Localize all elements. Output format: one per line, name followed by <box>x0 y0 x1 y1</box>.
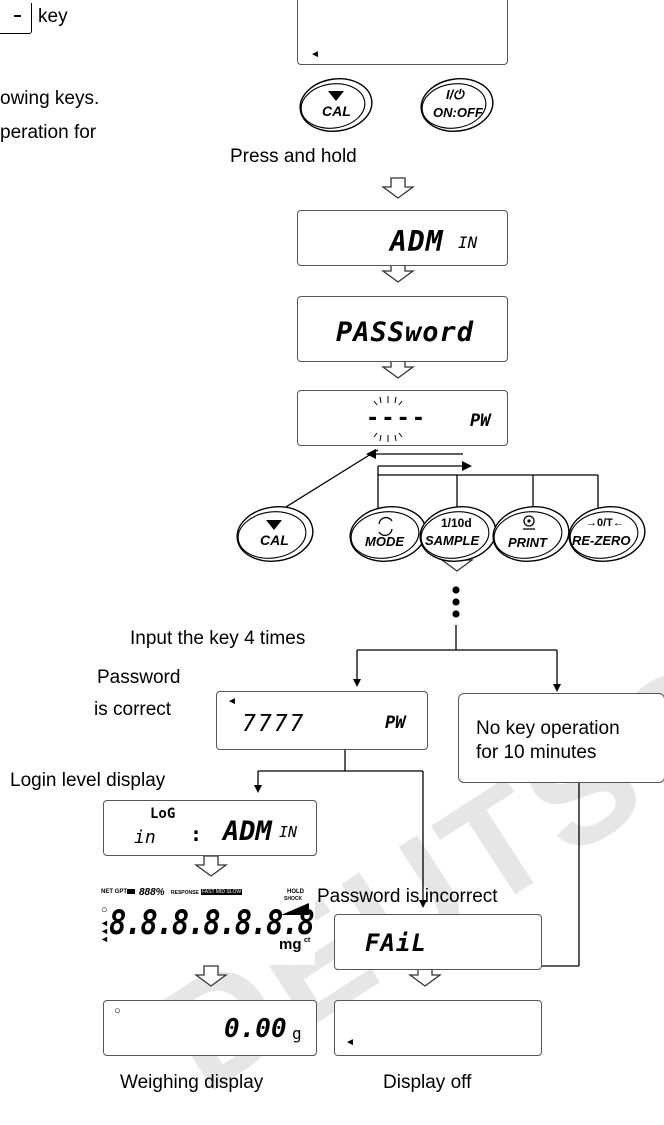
speed-indicators: FAST MID SLOW <box>201 889 243 895</box>
admin-suffix: IN <box>458 233 478 252</box>
no-key-box: No key operation for 10 minutes <box>458 693 664 783</box>
left-indicator-icon: ◄ <box>227 696 237 707</box>
fail-text: FAiL <box>365 929 427 957</box>
response-label: RESPONSE <box>171 890 199 896</box>
onoff-key-label: ON:OFF <box>433 105 483 120</box>
login-level-label: Login level display <box>10 770 166 791</box>
display-off-label: Display off <box>383 1072 472 1093</box>
display-pw-code: ◄ 7777 PW <box>216 691 428 750</box>
intro-line-2: owing keys. <box>0 88 100 109</box>
unit-indicators: mg <box>279 936 302 953</box>
rezero-key-label: RE-ZERO <box>572 533 631 548</box>
rezero-key[interactable]: →0/T← RE-ZERO <box>564 504 664 569</box>
display-weighing: ○ 0.00 g <box>103 1000 317 1056</box>
weighing-display-label: Weighing display <box>120 1072 264 1093</box>
admin-text: ADM <box>390 225 444 258</box>
code-text: 7777 <box>242 711 306 737</box>
display-pw-entry: ---- PW <box>297 390 508 446</box>
display-blank-top: ◄ <box>297 0 508 65</box>
weight-value: 0.00 <box>224 1014 287 1044</box>
in-text: in <box>134 827 156 848</box>
stable-circle-icon: ○ <box>101 904 108 916</box>
colon-text: : <box>190 822 203 846</box>
dot-2 <box>452 598 460 606</box>
mode-key[interactable]: MODE <box>345 504 431 569</box>
rezero-key-top-label: →0/T← <box>586 517 624 529</box>
password-text: PASSword <box>336 317 475 348</box>
press-hold-label: Press and hold <box>230 146 357 167</box>
percent-digits: 888% <box>139 887 165 898</box>
hollow-arrow-5 <box>194 855 228 877</box>
level-bar-icon <box>281 903 309 915</box>
full-digits: 8.8.8.8.8.8.8 <box>109 903 315 943</box>
print-key[interactable]: PRINT <box>488 504 574 569</box>
intro-key-text: key <box>38 6 68 27</box>
onoff-key[interactable]: I/⏻ ON:OFF <box>416 76 498 139</box>
hold-indicator: HOLD <box>287 889 304 895</box>
log-text: LoG <box>150 806 176 822</box>
admin-suffix: IN <box>279 823 298 841</box>
weight-unit: g <box>292 1024 302 1043</box>
admin-text: ADM <box>223 816 272 847</box>
sample-key[interactable]: 1/10d SAMPLE <box>415 504 501 569</box>
password-correct-label-1: Password <box>97 667 181 688</box>
display-full-segments: NET GPT 888% RESPONSE FAST MID SLOW HOLD… <box>100 887 315 965</box>
display-login-level: LoG in : ADM IN <box>103 800 317 856</box>
ct-indicator: ct <box>304 937 311 944</box>
netgpt-indicator: NET GPT <box>101 889 128 895</box>
pw-indicator: PW <box>470 411 491 431</box>
hollow-arrow-1 <box>381 177 415 199</box>
cal-key-label: CAL <box>322 103 351 119</box>
mode-key-label: MODE <box>365 534 404 549</box>
display-password: PASSword <box>297 296 508 362</box>
input-times-label: Input the key 4 times <box>130 628 306 649</box>
sample-key-top-label: 1/10d <box>441 516 472 530</box>
dashes-text: ---- <box>366 406 427 431</box>
password-correct-label-2: is correct <box>94 699 172 720</box>
dot-3 <box>452 610 460 618</box>
dot-1 <box>452 586 460 594</box>
display-admin: ADM IN <box>297 210 508 266</box>
power-icon: I/⏻ <box>446 87 464 102</box>
side-arrows-icon: ◄◄◄ <box>100 918 109 944</box>
display-off-screen: ◄ <box>334 1000 542 1056</box>
sample-key-label: SAMPLE <box>425 533 480 548</box>
left-indicator-icon: ◄ <box>310 49 320 60</box>
left-indicator-icon: ◄ <box>345 1037 355 1048</box>
no-key-label-1: No key operation <box>476 718 620 739</box>
password-incorrect-label: Password is incorrect <box>317 886 498 907</box>
intro-line-3: peration for <box>0 122 97 143</box>
shock-indicator: SHOCK <box>284 896 303 902</box>
display-fail: FAiL <box>334 914 542 970</box>
key-box-fragment <box>0 3 32 34</box>
no-key-label-2: for 10 minutes <box>476 742 597 763</box>
battery-icon <box>127 889 135 894</box>
stable-circle-icon: ○ <box>114 1005 121 1017</box>
pw-indicator: PW <box>385 713 406 733</box>
cal-key-top[interactable]: CAL <box>295 76 377 139</box>
hollow-arrow-6 <box>194 965 228 987</box>
blink-rays-icon <box>373 396 403 442</box>
cal-key[interactable]: CAL <box>232 504 318 569</box>
cal-key-label: CAL <box>260 532 289 548</box>
print-key-label: PRINT <box>508 535 547 550</box>
